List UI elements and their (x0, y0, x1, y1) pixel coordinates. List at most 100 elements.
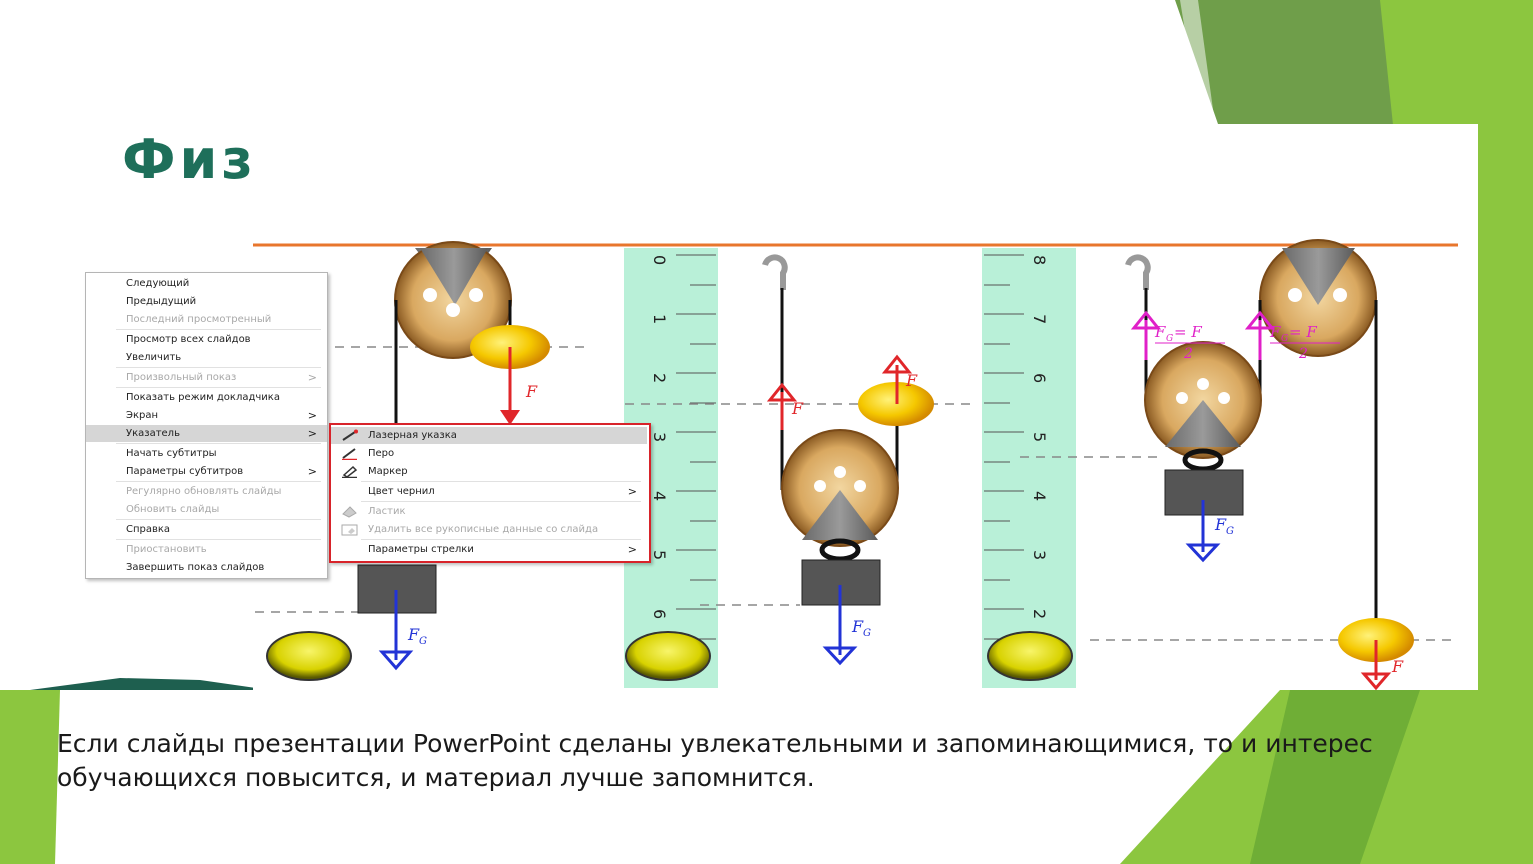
highlighter-icon (342, 465, 358, 478)
menu-separator (116, 443, 321, 444)
menu-item-next[interactable]: Следующий (86, 275, 327, 292)
menu-item-zoom-in[interactable]: Увеличить (86, 349, 327, 366)
fixed-pulley-scene (266, 241, 550, 681)
submenu-arrow-icon: > (307, 409, 317, 422)
submenu-arrow-icon: > (627, 485, 637, 498)
menu-item-subtitle-settings[interactable]: Параметры субтитров > (86, 463, 327, 480)
menu-item-pointer-options[interactable]: Указатель > (86, 425, 327, 442)
half-force-label-sub: G (1166, 334, 1173, 344)
menu-item-pause[interactable]: Приостановить (86, 541, 327, 558)
menu-item-last-viewed[interactable]: Последний просмотренный (86, 311, 327, 328)
ruler-right-tick: 2 (1030, 609, 1049, 619)
menu-item-help[interactable]: Справка (86, 521, 327, 538)
ruler-left-tick: 3 (650, 432, 669, 442)
menu-item-label: Увеличить (126, 352, 182, 363)
menu-separator (361, 539, 641, 540)
menu-item-label: Цвет чернил (368, 486, 435, 497)
force-label-fg-sub: G (1226, 526, 1234, 537)
menu-item-highlighter[interactable]: Маркер (331, 463, 647, 480)
menu-separator (116, 539, 321, 540)
half-force-label-den: 2 (1183, 346, 1193, 362)
menu-separator (361, 501, 641, 502)
half-force-label: F (1269, 323, 1281, 341)
menu-item-label: Произвольный показ (126, 372, 237, 383)
menu-item-label: Ластик (368, 506, 406, 517)
force-label-fg-sub: G (863, 628, 871, 639)
menu-item-auto-update-slides[interactable]: Регулярно обновлять слайды (86, 483, 327, 500)
menu-item-label: Просмотр всех слайдов (126, 334, 251, 345)
menu-item-presenter-view[interactable]: Показать режим докладчика (86, 389, 327, 406)
menu-item-label: Приостановить (126, 544, 207, 555)
compound-pulley-scene (987, 239, 1414, 691)
force-label-fg-sub: G (419, 636, 427, 647)
menu-item-label: Перо (368, 448, 395, 459)
menu-separator (116, 329, 321, 330)
force-label-f: F (525, 382, 538, 401)
ruler-right-tick: 7 (1030, 314, 1049, 324)
menu-item-label: Удалить все рукописные данные со слайда (368, 524, 599, 535)
menu-item-label: Предыдущий (126, 296, 197, 307)
eraser-icon (342, 506, 357, 518)
menu-item-label: Маркер (368, 466, 408, 477)
menu-item-label: Лазерная указка (368, 430, 457, 441)
menu-item-end-show[interactable]: Завершить показ слайдов (86, 559, 327, 576)
menu-item-label: Показать режим докладчика (126, 392, 280, 403)
slideshow-context-menu: Следующий Предыдущий Последний просмотре… (85, 272, 328, 579)
ruler-right-tick: 6 (1030, 373, 1049, 383)
ruler-left-tick: 0 (650, 255, 669, 265)
half-force-label-den: 2 (1298, 346, 1308, 362)
ruler-left-tick: 4 (650, 491, 669, 501)
menu-item-custom-show[interactable]: Произвольный показ > (86, 369, 327, 386)
laser-pointer-icon (342, 429, 358, 441)
menu-item-see-all-slides[interactable]: Просмотр всех слайдов (86, 331, 327, 348)
menu-item-previous[interactable]: Предыдущий (86, 293, 327, 310)
menu-item-laser-pointer[interactable]: Лазерная указка (331, 427, 647, 444)
menu-item-ink-color[interactable]: Цвет чернил > (331, 483, 647, 500)
menu-item-label: Параметры стрелки (368, 544, 474, 555)
menu-item-pen[interactable]: Перо (331, 445, 647, 462)
menu-item-label: Начать субтитры (126, 448, 217, 459)
force-label-f: F (1391, 657, 1404, 676)
menu-item-screen[interactable]: Экран> (86, 407, 327, 424)
ruler-right (982, 248, 1076, 688)
menu-separator (116, 519, 321, 520)
half-force-label-eq: = F (1289, 323, 1317, 341)
menu-item-erase-all-ink[interactable]: Удалить все рукописные данные со слайда (331, 521, 647, 538)
submenu-arrow-icon: > (307, 371, 317, 384)
force-label-f: F (791, 399, 804, 418)
force-label-f: F (905, 371, 918, 390)
menu-separator (116, 387, 321, 388)
erase-all-ink-icon (341, 524, 358, 536)
submenu-arrow-icon: > (307, 427, 317, 440)
half-force-label-eq: = F (1174, 323, 1202, 341)
submenu-arrow-icon: > (307, 465, 317, 478)
ruler-left-tick: 6 (650, 609, 669, 619)
half-force-label: F (1154, 323, 1166, 341)
menu-separator (116, 367, 321, 368)
ruler-left-tick: 1 (650, 314, 669, 324)
half-force-label-sub: G (1281, 334, 1288, 344)
ruler-right-tick: 4 (1030, 491, 1049, 501)
menu-item-label: Регулярно обновлять слайды (126, 486, 282, 497)
movable-pulley-scene (625, 254, 934, 681)
ruler-right-tick: 3 (1030, 550, 1049, 560)
menu-item-label: Справка (126, 524, 171, 535)
submenu-arrow-icon: > (627, 543, 637, 556)
menu-item-start-subtitles[interactable]: Начать субтитры (86, 445, 327, 462)
menu-item-label: Обновить слайды (126, 504, 220, 515)
ruler-right-tick: 5 (1030, 432, 1049, 442)
ruler-left-tick: 5 (650, 550, 669, 560)
force-label-fg: F (1214, 515, 1227, 534)
menu-item-update-slides[interactable]: Обновить слайды (86, 501, 327, 518)
force-label-fg: F (851, 617, 864, 636)
menu-item-label: Следующий (126, 278, 190, 289)
ruler-right-tick: 8 (1030, 255, 1049, 265)
menu-item-label: Последний просмотренный (126, 314, 272, 325)
menu-item-label: Параметры субтитров (126, 466, 244, 477)
menu-item-arrow-options[interactable]: Параметры стрелки > (331, 541, 647, 558)
menu-item-label: Указатель (126, 428, 180, 439)
pen-icon (342, 448, 357, 460)
menu-item-eraser[interactable]: Ластик (331, 503, 647, 520)
force-label-fg: F (407, 625, 420, 644)
